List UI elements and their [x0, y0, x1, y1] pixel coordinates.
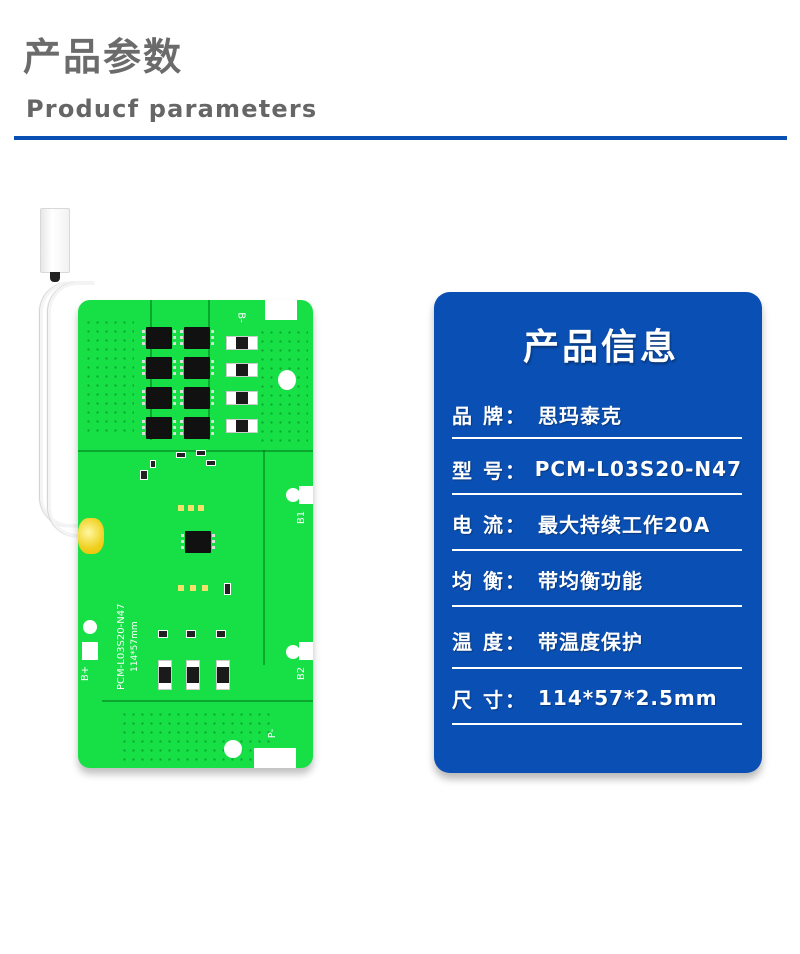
smd-part	[176, 452, 186, 458]
info-label: 尺 寸：	[452, 687, 527, 712]
label-model: PCM-L03S20-N47	[116, 603, 127, 690]
smd-part	[224, 583, 231, 595]
info-value: 带温度保护	[538, 629, 643, 654]
balance-resistor	[216, 660, 230, 690]
mosfet-chip	[142, 417, 176, 439]
pad-hole-b1	[286, 488, 300, 502]
info-label: 型 号：	[452, 458, 527, 483]
smd-led	[188, 505, 194, 511]
solder-joint	[78, 518, 104, 554]
product-photo-pcb: B- B+ PCM-L03S20-N47 114*57mm B1 B2	[30, 200, 330, 780]
balance-resistor	[158, 660, 172, 690]
label-b-minus: B-	[235, 312, 247, 323]
row-divider	[452, 667, 742, 669]
row-divider	[452, 549, 742, 551]
pad-b-plus	[82, 642, 98, 660]
info-value: 最大持续工作20A	[538, 512, 711, 537]
protection-ic	[181, 531, 215, 553]
pad-hole-b2	[286, 645, 300, 659]
label-b2: B2	[296, 666, 308, 681]
smd-part	[140, 470, 148, 480]
info-label: 品 牌：	[452, 403, 527, 428]
smd-led	[178, 585, 184, 591]
info-value: 思玛泰克	[538, 403, 622, 428]
mosfet-chip	[142, 387, 176, 409]
label-b-plus: B+	[80, 665, 92, 682]
balance-transistor	[216, 630, 226, 638]
info-row-size: 尺 寸： 114*57*2.5mm	[452, 678, 742, 718]
shunt-resistor	[226, 363, 258, 377]
mosfet-chip	[142, 327, 176, 349]
info-value: 带均衡功能	[538, 568, 643, 593]
row-divider	[452, 605, 742, 607]
balance-transistor	[186, 630, 196, 638]
temperature-sensor-probe	[40, 208, 70, 273]
info-row-current: 电 流： 最大持续工作20A	[452, 503, 742, 543]
page-title-en: Producf parameters	[26, 95, 318, 123]
mosfet-chip	[180, 387, 214, 409]
pad-hole-p-minus	[224, 740, 242, 758]
balance-resistor	[186, 660, 200, 690]
info-row-temperature: 温 度： 带温度保护	[452, 620, 742, 660]
product-info-card: 产品信息 品 牌： 思玛泰克 型 号： PCM-L03S20-N47 电 流： …	[434, 292, 762, 773]
via-field	[84, 318, 134, 438]
smd-led	[202, 585, 208, 591]
info-row-brand: 品 牌： 思玛泰克	[452, 394, 742, 434]
label-size: 114*57mm	[130, 621, 140, 672]
shunt-resistor	[226, 336, 258, 350]
trace	[102, 700, 313, 702]
info-label: 温 度：	[452, 629, 527, 654]
info-value: 114*57*2.5mm	[538, 686, 718, 710]
info-value: PCM-L03S20-N47	[534, 457, 742, 481]
page-title-cn: 产品参数	[23, 35, 184, 79]
pcb-board: B- B+ PCM-L03S20-N47 114*57mm B1 B2	[78, 300, 313, 768]
mosfet-chip	[180, 417, 214, 439]
info-row-balance: 均 衡： 带均衡功能	[452, 559, 742, 599]
row-divider	[452, 437, 742, 439]
balance-transistor	[158, 630, 168, 638]
smd-led	[190, 585, 196, 591]
pad-hole-b-plus	[83, 620, 97, 634]
info-label: 电 流：	[452, 512, 527, 537]
info-row-model: 型 号： PCM-L03S20-N47	[452, 449, 742, 489]
label-p-minus: P-	[267, 728, 279, 739]
shunt-resistor	[226, 391, 258, 405]
row-divider	[452, 493, 742, 495]
mosfet-chip	[180, 357, 214, 379]
smd-led	[178, 505, 184, 511]
pad-b1	[299, 486, 313, 504]
smd-part	[206, 460, 216, 466]
trace	[78, 450, 313, 452]
board-notch	[265, 300, 297, 320]
smd-led	[198, 505, 204, 511]
smd-part	[196, 450, 206, 456]
mosfet-chip	[180, 327, 214, 349]
row-divider	[452, 723, 742, 725]
card-title: 产品信息	[522, 327, 679, 368]
via-field	[120, 710, 270, 765]
trace	[263, 450, 265, 665]
pad-p-minus	[254, 748, 296, 768]
pad-b2	[299, 642, 313, 660]
mounting-hole	[278, 370, 296, 390]
shunt-resistor	[226, 419, 258, 433]
title-divider	[14, 136, 787, 140]
info-label: 均 衡：	[452, 568, 527, 593]
sensor-wire	[48, 282, 94, 537]
smd-part	[150, 460, 156, 468]
sensor-tip	[50, 272, 60, 282]
label-b1: B1	[296, 510, 308, 525]
mosfet-chip	[142, 357, 176, 379]
